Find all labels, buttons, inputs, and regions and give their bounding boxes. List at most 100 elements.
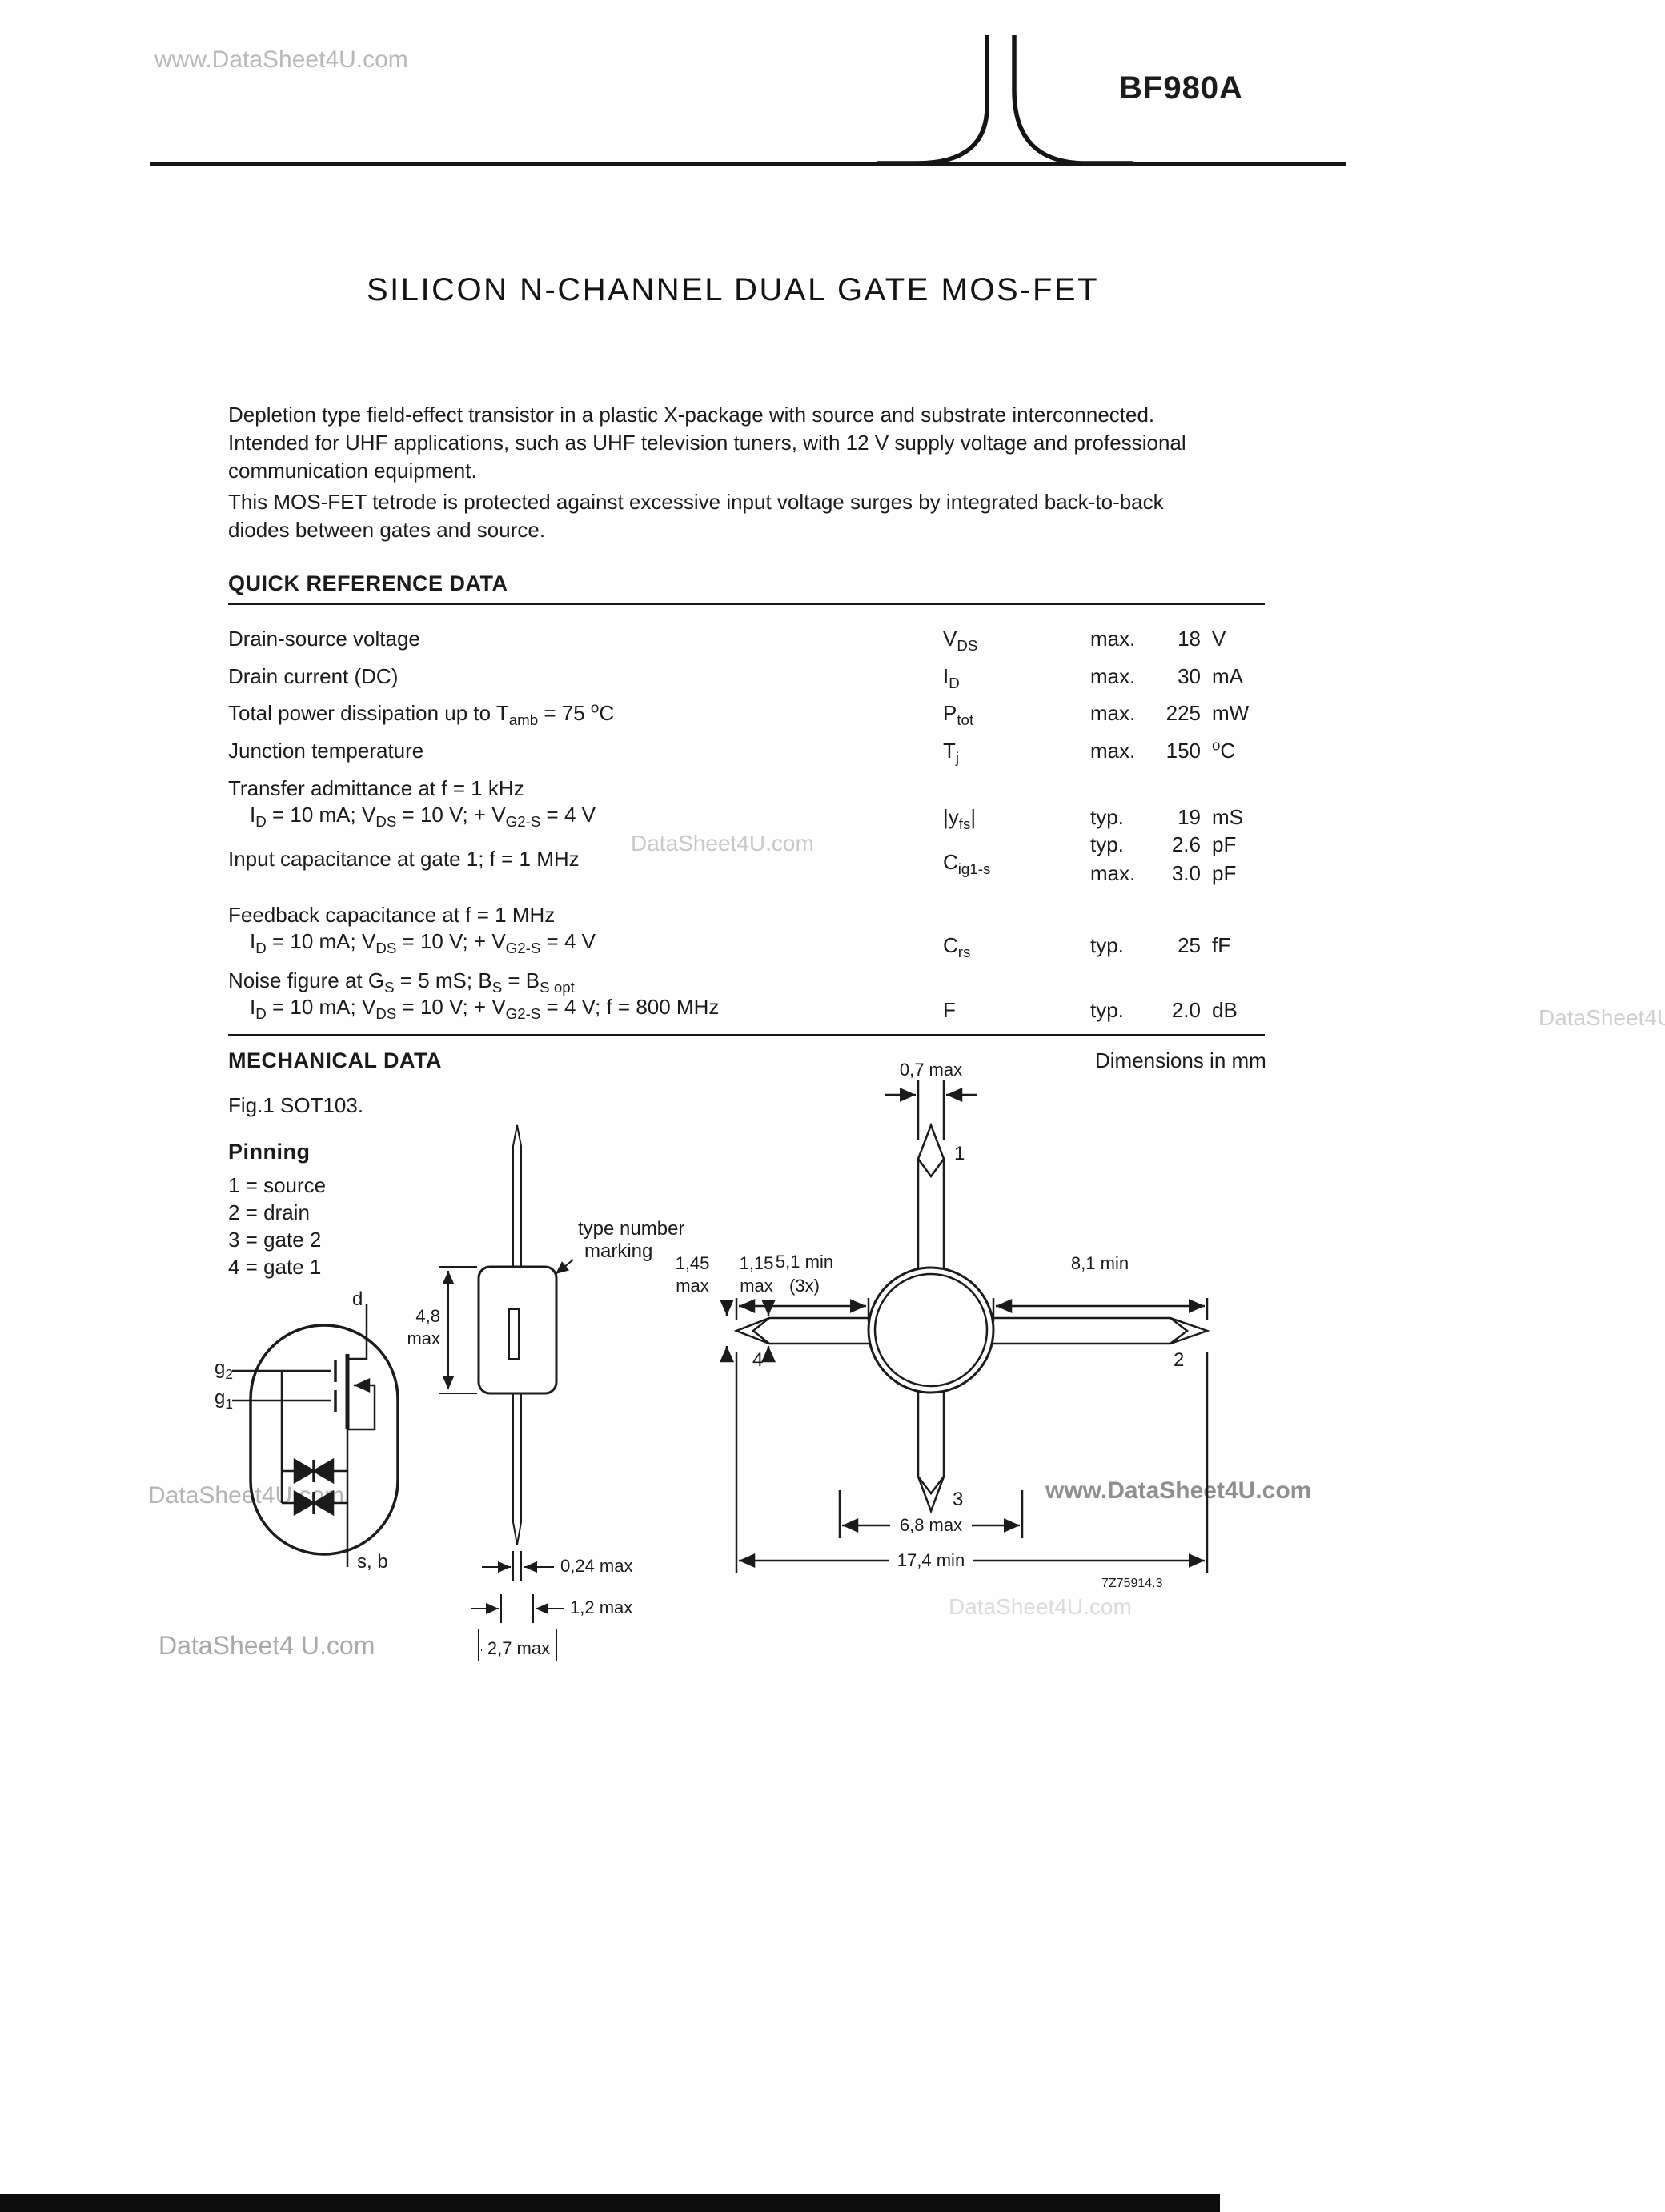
row-value: 30 — [1178, 664, 1201, 688]
row-value: 225 — [1166, 701, 1201, 725]
pin1-lead — [917, 1122, 945, 1288]
row-qualifier: max. — [1090, 739, 1136, 763]
mechanical-heading: MECHANICAL DATA — [228, 1048, 442, 1072]
dimensions-note: Dimensions in mm — [1095, 1048, 1266, 1072]
description-line: Depletion type field-effect transistor i… — [228, 403, 1155, 427]
top-view — [720, 1080, 1210, 1573]
qrd-heading: QUICK REFERENCE DATA — [228, 571, 508, 595]
dim-height-qual: max — [407, 1328, 440, 1348]
row-qualifier: typ. — [1090, 832, 1124, 856]
dim-overall: 17,4 min — [889, 1550, 973, 1571]
pinning-heading: Pinning — [228, 1140, 311, 1164]
watermark-table: DataSheet4U.com — [631, 831, 814, 856]
row-qualifier: typ. — [1090, 998, 1124, 1022]
row-qualifier: typ. — [1090, 933, 1124, 957]
row-label: Junction temperature — [228, 739, 424, 763]
pin2-label: 2 — [1174, 1349, 1185, 1371]
dim-lead-length-note: (3x) — [789, 1276, 820, 1296]
watermark-bottom-left: DataSheet4 U.com — [158, 1631, 375, 1660]
row-unit: dB — [1212, 998, 1238, 1022]
row-unit-2: pF — [1212, 861, 1237, 885]
protection-diodes — [282, 1457, 347, 1517]
mechanical-rule — [228, 1034, 1265, 1036]
qrd-rule — [228, 603, 1265, 605]
row-label: Drain-source voltage — [228, 627, 420, 651]
pin-list-item: 4 = gate 1 — [228, 1255, 322, 1279]
row-symbol: ID — [943, 664, 960, 692]
dim-body-width: 6,8 max — [890, 1515, 972, 1536]
dim-width2-value: 1,15 — [739, 1253, 774, 1273]
figure-caption: Fig.1 SOT103. — [228, 1093, 364, 1117]
description-line: diodes between gates and source. — [228, 518, 546, 542]
dim-lead-width: 1,2 max — [570, 1597, 633, 1617]
row-symbol: Crs — [943, 933, 971, 961]
dim-lead-length-long: 8,1 min — [1070, 1253, 1129, 1273]
row-value: 2.6 — [1171, 832, 1201, 856]
dim-lead-length-short: 5,1 min — [775, 1252, 834, 1272]
row-label: Input capacitance at gate 1; f = 1 MHz — [228, 847, 580, 871]
row-value: 25 — [1178, 933, 1201, 957]
row-unit: V — [1212, 627, 1226, 651]
drain-label: d — [352, 1288, 363, 1310]
row-symbol: Tj — [943, 739, 960, 767]
header-brand-glyph — [877, 35, 1133, 166]
pin1-label: 1 — [954, 1143, 965, 1164]
pin-list-item: 3 = gate 2 — [228, 1228, 322, 1252]
dim-height-value: 4,8 — [415, 1306, 440, 1326]
header-rule — [150, 162, 1346, 166]
pin4-lead — [733, 1316, 889, 1345]
pin-list-item: 2 = drain — [228, 1200, 310, 1224]
row-unit: mS — [1212, 805, 1243, 829]
row-condition: ID = 10 mA; VDS = 10 V; + VG2-S = 4 V — [250, 929, 596, 957]
row-qualifier: typ. — [1090, 805, 1124, 829]
bottom-scan-bar — [0, 2194, 1220, 2212]
mechanical-drawing — [232, 1080, 1210, 1661]
row-condition: ID = 10 mA; VDS = 10 V; + VG2-S = 4 V; f… — [250, 995, 720, 1023]
row-unit: mW — [1212, 701, 1250, 725]
row-qualifier: max. — [1090, 664, 1136, 688]
watermark-drawing-right: www.DataSheet4U.com — [1045, 1477, 1312, 1504]
row-value-2: 3.0 — [1171, 861, 1201, 885]
row-value: 2.0 — [1171, 998, 1201, 1022]
pin3-label: 3 — [953, 1489, 964, 1510]
row-unit: pF — [1212, 832, 1237, 856]
row-condition: ID = 10 mA; VDS = 10 V; + VG2-S = 4 V — [250, 803, 596, 831]
gate1-label: g1 — [215, 1387, 233, 1412]
dim-body-thickness: 2,7 max — [482, 1638, 556, 1659]
row-qualifier: max. — [1090, 627, 1136, 651]
dim-lead-thickness: 0,24 max — [560, 1556, 633, 1576]
row-symbol: VDS — [943, 627, 978, 655]
row-symbol: F — [943, 998, 956, 1022]
pin4-label: 4 — [752, 1349, 764, 1371]
row-symbol: Cig1-s — [943, 850, 991, 878]
row-unit: fF — [1212, 933, 1231, 957]
top-view-body — [867, 1266, 995, 1394]
row-symbol: |yfs| — [943, 805, 977, 833]
watermark-top: www.DataSheet4U.com — [154, 46, 408, 73]
row-label: Total power dissipation up to Tamb = 75 … — [228, 699, 615, 729]
dim-width2-qual: max — [740, 1276, 773, 1296]
page-title: SILICON N-CHANNEL DUAL GATE MOS-FET — [367, 272, 1099, 307]
side-view-body — [477, 1265, 558, 1395]
source-bulk-label: s, b — [357, 1551, 388, 1573]
pin2-lead — [973, 1316, 1210, 1345]
description-line: This MOS-FET tetrode is protected agains… — [228, 490, 1164, 514]
description-line: communication equipment. — [228, 459, 477, 483]
marking-note-line2: marking — [584, 1240, 653, 1262]
row-label: Drain current (DC) — [228, 664, 399, 688]
package-symbol — [232, 1304, 399, 1567]
pin3-lead — [917, 1372, 945, 1514]
row-unit: oC — [1212, 736, 1236, 763]
side-view-marking-area — [508, 1308, 520, 1360]
dim-width1-value: 1,45 — [675, 1253, 710, 1273]
row-qualifier: max. — [1090, 701, 1136, 725]
row-value: 150 — [1166, 739, 1201, 763]
row-qualifier-2: max. — [1090, 861, 1136, 885]
drawing-code: 7Z75914.3 — [1101, 1577, 1163, 1590]
dim-tip-width: 0,7 max — [899, 1060, 963, 1080]
row-label: Feedback capacitance at f = 1 MHz — [228, 903, 556, 927]
dim-width1-qual: max — [676, 1276, 709, 1296]
marking-note-line1: type number — [578, 1218, 685, 1240]
row-label: Noise figure at GS = 5 mS; BS = BS opt — [228, 968, 575, 996]
